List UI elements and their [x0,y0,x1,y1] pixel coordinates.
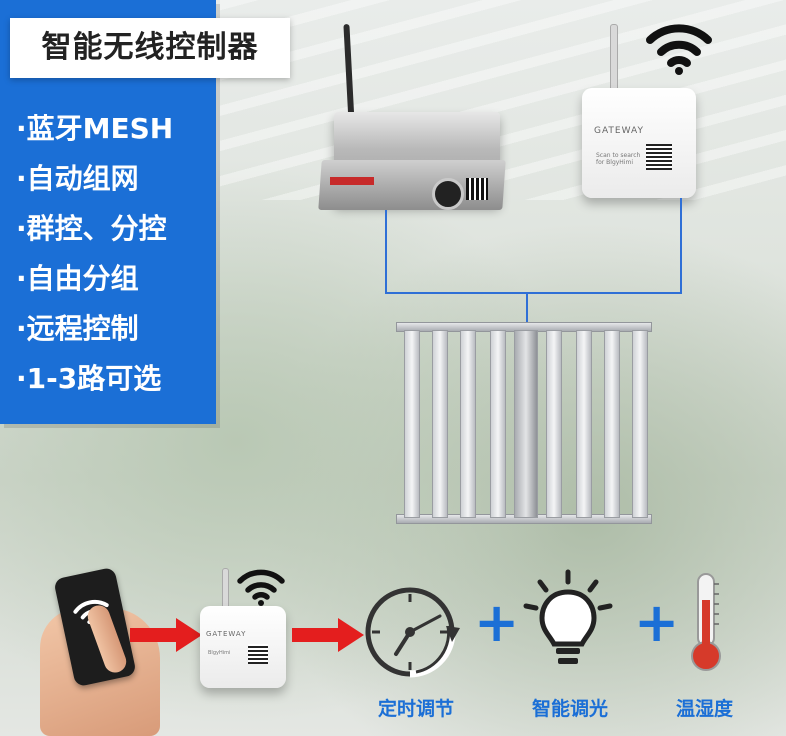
wifi-icon [646,24,712,75]
wire-horizontal [385,292,682,294]
gateway-scan-text: Scan to search for BlgyHimi [596,152,641,166]
gateway-device-small: GATEWAY BlgyHimi [200,606,286,688]
arrow-right-icon [292,618,364,652]
wire-gateway-down [680,198,682,294]
panel-title: 智能无线控制器 [10,18,290,78]
gateway-model-text: BlgyHimi [208,650,231,656]
light-center-bar [514,330,538,518]
light-bar [432,330,448,518]
lightbulb-icon [523,569,613,664]
caption-humidity: 温湿度 [676,698,734,720]
feature-item: ·1-3路可选 [16,362,162,395]
feature-item: ·蓝牙MESH [16,112,174,145]
controller-knob [432,178,464,210]
plus-icon: + [474,591,520,654]
grow-light-fixture [396,318,652,532]
wire-to-light [526,292,528,322]
feature-panel: 智能无线控制器 ·蓝牙MESH ·自动组网 ·群控、分控 ·自由分组 ·远程控制… [0,0,290,424]
plus-icon: + [634,591,680,654]
arrow-right-icon [130,618,202,652]
controller-label-strip [330,177,374,185]
light-bar [404,330,420,518]
wifi-icon [237,569,285,606]
thermometer-icon [691,573,721,671]
light-bar [460,330,476,518]
feature-item: ·群控、分控 [16,212,167,245]
controller-qr-code [466,178,488,200]
light-bar [632,330,648,518]
gateway-label: GATEWAY [594,126,644,136]
feature-list: ·蓝牙MESH ·自动组网 ·群控、分控 ·自由分组 ·远程控制 ·1-3路可选 [16,104,173,404]
wire-controller-down [385,210,387,294]
clock-icon [365,587,460,678]
gateway-qr-code [646,144,672,170]
light-bar [576,330,592,518]
feature-item: ·自由分组 [16,262,139,295]
caption-dimming: 智能调光 [532,698,609,720]
light-bar [490,330,506,518]
gateway-label: GATEWAY [206,630,247,638]
gateway-qr-code [248,644,268,664]
feature-item: ·远程控制 [16,312,139,345]
light-bar [546,330,562,518]
gateway-device: GATEWAY Scan to search for BlgyHimi [582,88,696,198]
light-bar [604,330,620,518]
caption-timer: 定时调节 [378,698,455,720]
feature-item: ·自动组网 [16,162,139,195]
